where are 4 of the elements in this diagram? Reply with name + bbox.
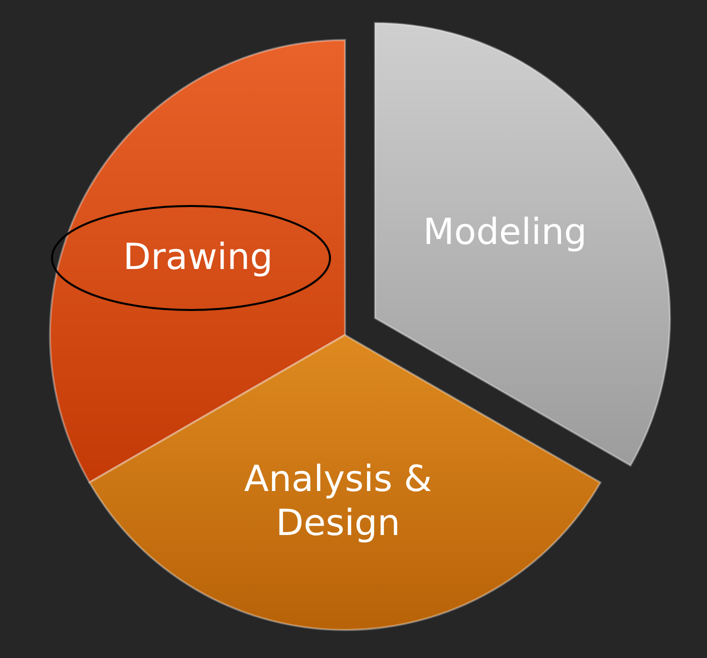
segment-label: Drawing [122, 236, 274, 280]
segment-label: Modeling [422, 211, 588, 255]
segment-label: Analysis & Design [243, 458, 433, 546]
pie-segment [89, 335, 601, 630]
